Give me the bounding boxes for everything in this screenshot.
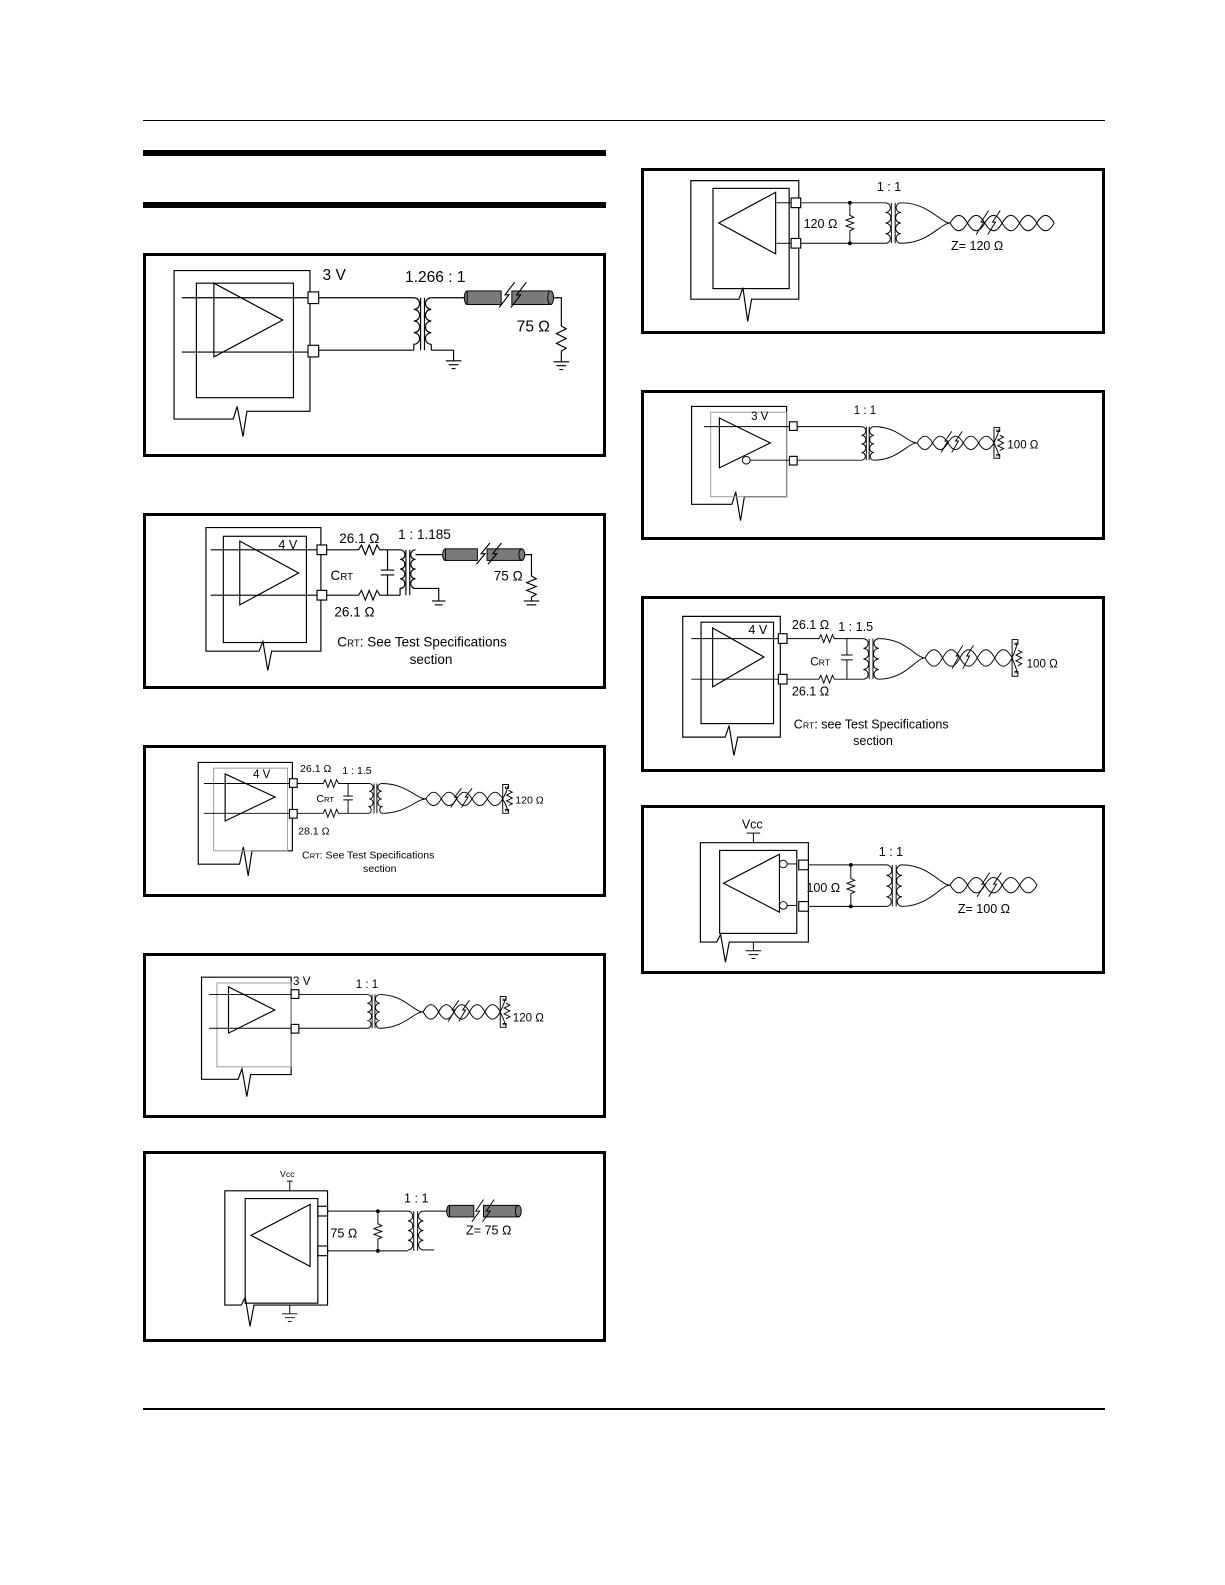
transformer-ratio-label: 1 : 1: [854, 405, 876, 417]
supply-voltage-label: 3 V: [293, 976, 311, 988]
cap-label-main: C: [316, 793, 324, 805]
cap-label: CRT: [810, 657, 830, 669]
series-resistor-top-label: 26.1 Ω: [339, 531, 379, 546]
note-rest: : See Test Specifications: [320, 849, 435, 861]
circuit-diagram-8: 4 V 26.1 Ω 26.1 Ω 1 : 1.5 100 Ω CRT CRT:…: [682, 615, 1059, 756]
note-line-1: CRT: See Test Specifications: [337, 634, 507, 649]
cap-label-main: C: [331, 568, 341, 583]
circuit-diagram-3: 4 V 26.1 Ω 28.1 Ω 1 : 1.5 120 Ω CRT CRT:…: [197, 761, 544, 876]
circuit-figure-7: 3 V 1 : 1 100 Ω: [641, 390, 1105, 540]
line-impedance-label: Z= 75 Ω: [466, 1223, 511, 1237]
load-resistor-label: 100 Ω: [1027, 659, 1059, 671]
note-sub: RT: [347, 638, 360, 649]
supply-voltage-label: 4 V: [748, 623, 767, 637]
transformer-ratio-label: 1 : 1.5: [838, 620, 873, 634]
circuit-diagram-4: 3 V 1 : 1 120 Ω: [200, 976, 544, 1097]
note-sub: RT: [803, 720, 815, 730]
series-resistor-bottom-label: 26.1 Ω: [792, 685, 829, 699]
note-sub: RT: [310, 851, 320, 860]
series-resistor-bottom-label: 28.1 Ω: [298, 825, 329, 837]
shunt-resistor-label: 120 Ω: [804, 217, 838, 231]
cap-label: CRT: [331, 568, 354, 583]
note-main: C: [794, 717, 803, 731]
note-line-2: section: [410, 652, 453, 667]
note-main: C: [337, 634, 347, 649]
cap-label-sub: RT: [340, 572, 353, 583]
footer-rule: [143, 1408, 1105, 1410]
circuit-diagram-9: Vcc 1 : 1 100 Ω Z= 100 Ω: [699, 817, 1038, 963]
transformer-ratio-label: 1 : 1: [877, 180, 901, 194]
line-impedance-label: Z= 100 Ω: [958, 902, 1010, 916]
transformer-ratio-label: 1 : 1: [356, 979, 378, 991]
transformer-ratio-label: 1 : 1.5: [342, 765, 371, 777]
supply-voltage-label: 3 V: [323, 267, 347, 284]
note-rest: : see Test Specifications: [814, 717, 948, 731]
cap-label-main: C: [810, 657, 818, 669]
transformer-ratio-label: 1 : 1: [404, 1191, 428, 1205]
cap-label: CRT: [316, 793, 334, 805]
circuit-figure-5: Vcc 1 : 1 75 Ω Z= 75 Ω: [143, 1151, 606, 1342]
vcc-label: Vcc: [742, 817, 763, 831]
note-line-2: section: [363, 863, 397, 875]
circuit-figure-8: 4 V 26.1 Ω 26.1 Ω 1 : 1.5 100 Ω CRT CRT:…: [641, 596, 1105, 772]
supply-voltage-label: 4 V: [278, 538, 297, 552]
circuit-figure-9: Vcc 1 : 1 100 Ω Z= 100 Ω: [641, 805, 1105, 974]
series-resistor-bottom-label: 26.1 Ω: [334, 604, 374, 619]
circuit-figure-1: 3 V 1.266 : 1 75 Ω: [143, 253, 606, 457]
load-resistor-label: 75 Ω: [517, 319, 550, 336]
circuit-diagram-1: 3 V 1.266 : 1 75 Ω: [173, 267, 570, 437]
header-rule: [143, 120, 1105, 121]
vcc-label: Vcc: [280, 1169, 295, 1179]
cap-label-sub: RT: [324, 795, 334, 804]
shunt-resistor-label: 75 Ω: [330, 1226, 357, 1240]
circuit-diagram-6: 1 : 1 120 Ω Z= 120 Ω: [690, 180, 1055, 322]
note-line-1: CRT: See Test Specifications: [302, 849, 434, 861]
cap-label-sub: RT: [819, 658, 831, 668]
circuit-figure-6: 1 : 1 120 Ω Z= 120 Ω: [641, 168, 1105, 334]
supply-voltage-label: 4 V: [253, 769, 271, 781]
load-resistor-label: 100 Ω: [1007, 440, 1038, 452]
circuit-diagram-7: 3 V 1 : 1 100 Ω: [690, 405, 1039, 521]
note-line-1: CRT: see Test Specifications: [794, 717, 949, 731]
circuit-figure-2: 4 V 26.1 Ω 26.1 Ω 1 : 1.185 75 Ω CRT CRT…: [143, 513, 606, 689]
circuit-diagram-5: Vcc 1 : 1 75 Ω Z= 75 Ω: [224, 1169, 522, 1327]
load-resistor-label: 120 Ω: [513, 1013, 544, 1025]
supply-voltage-label: 3 V: [751, 411, 769, 423]
load-resistor-label: 120 Ω: [515, 795, 544, 807]
circuit-figure-4: 3 V 1 : 1 120 Ω: [143, 953, 606, 1118]
note-main: C: [302, 849, 310, 861]
load-resistor-label: 75 Ω: [494, 569, 523, 584]
transformer-ratio-label: 1.266 : 1: [405, 269, 465, 286]
section-bottom-bar: [143, 202, 606, 208]
series-resistor-top-label: 26.1 Ω: [792, 618, 829, 632]
note-line-2: section: [853, 734, 893, 748]
circuit-figure-3: 4 V 26.1 Ω 28.1 Ω 1 : 1.5 120 Ω CRT CRT:…: [143, 745, 606, 897]
line-impedance-label: Z= 120 Ω: [951, 239, 1003, 253]
circuit-diagram-2: 4 V 26.1 Ω 26.1 Ω 1 : 1.185 75 Ω CRT CRT…: [205, 527, 540, 671]
transformer-ratio-label: 1 : 1: [879, 845, 903, 859]
shunt-resistor-label: 100 Ω: [806, 881, 840, 895]
section-top-bar: [143, 150, 606, 156]
note-rest: : See Test Specifications: [360, 634, 507, 649]
series-resistor-top-label: 26.1 Ω: [300, 763, 331, 775]
transformer-ratio-label: 1 : 1.185: [398, 527, 451, 542]
